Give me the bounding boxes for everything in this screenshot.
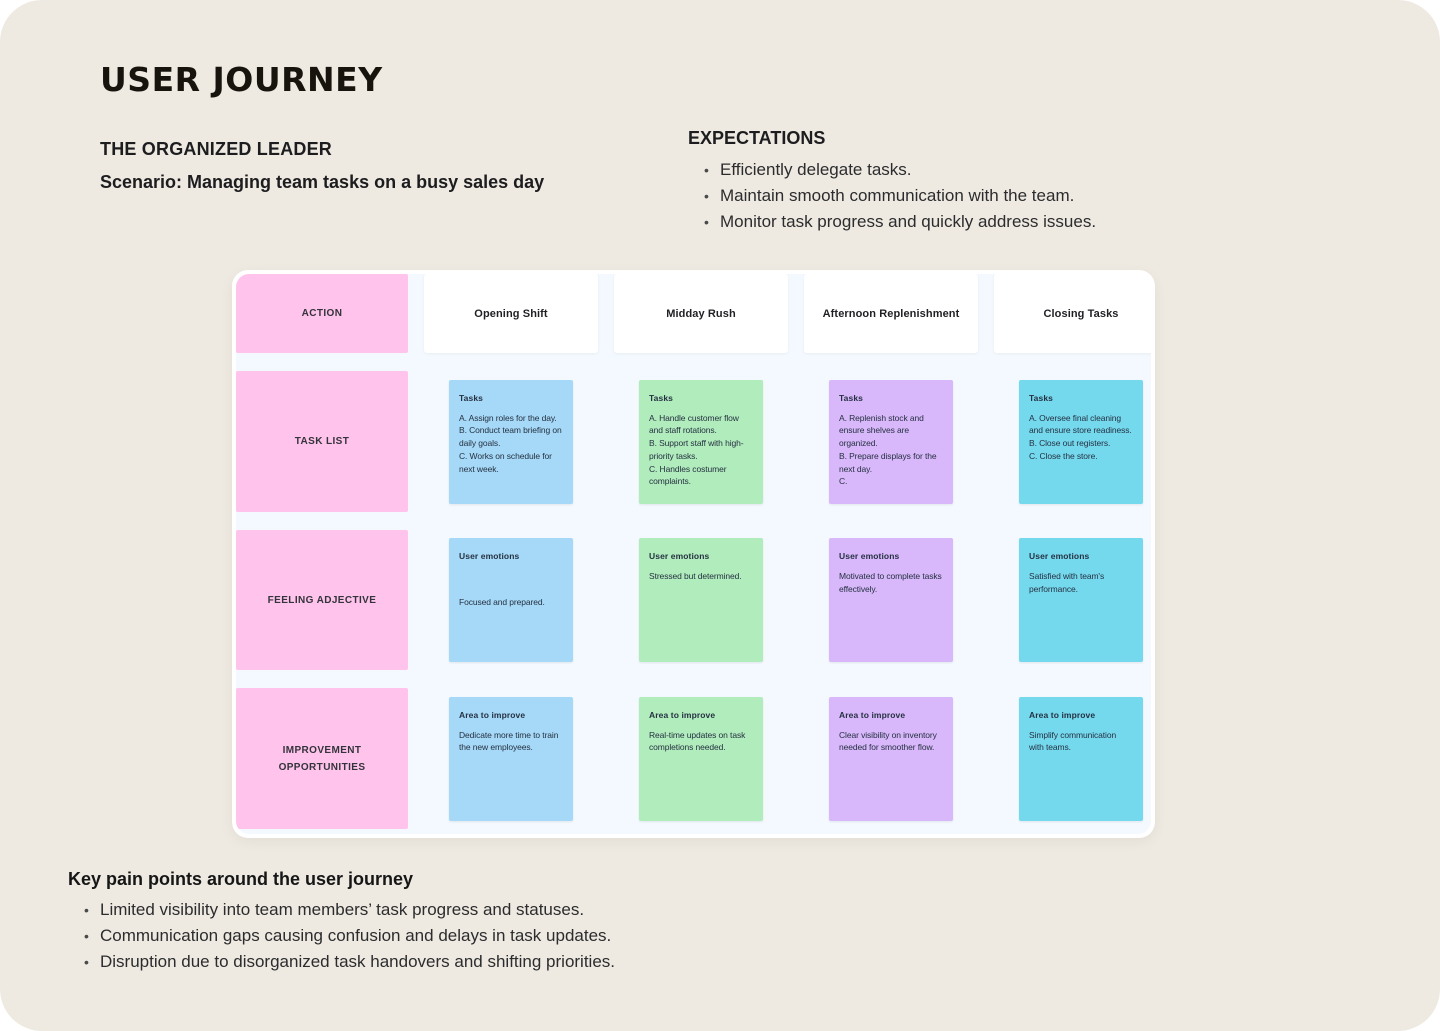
pain-point-item: Disruption due to disorganized task hand… — [68, 949, 615, 975]
grid-cell: Tasks A. Oversee final cleaning and ensu… — [994, 371, 1151, 512]
pain-points-list: Limited visibility into team members’ ta… — [68, 897, 615, 975]
expectation-item: Maintain smooth communication with the t… — [688, 183, 1096, 209]
note-body: Clear visibility on inventory needed for… — [839, 729, 937, 753]
grid-cell: Tasks A. Replenish stock and ensure shel… — [804, 371, 978, 512]
sticky-note-improve-midday[interactable]: Area to improve Real-time updates on tas… — [639, 696, 763, 821]
note-title: User emotions — [459, 551, 520, 561]
sticky-note-tasks-closing[interactable]: Tasks A. Oversee final cleaning and ensu… — [1019, 379, 1143, 504]
pain-points-heading: Key pain points around the user journey — [68, 869, 414, 889]
expectations-heading: EXPECTATIONS — [688, 128, 826, 148]
note-body: Dedicate more time to train the new empl… — [459, 729, 559, 753]
stage-header-closing-tasks[interactable]: Closing Tasks — [994, 274, 1151, 353]
grid-cell: User emotions Motivated to complete task… — [804, 530, 978, 670]
stage-header-afternoon-replenishment[interactable]: Afternoon Replenishment — [804, 274, 978, 353]
note-title: Area to improve — [1029, 709, 1096, 720]
expectations-section: EXPECTATIONS Efficiently delegate tasks.… — [688, 128, 1096, 235]
note-title: User emotions — [839, 551, 900, 561]
expectation-item: Efficiently delegate tasks. — [688, 157, 1096, 183]
grid-cell: Tasks A. Handle customer flow and staff … — [614, 371, 788, 512]
sticky-note-emotions-opening[interactable]: User emotions Focused and prepared. — [449, 538, 573, 662]
row-header-task-list[interactable]: TASK LIST — [236, 371, 408, 512]
persona-name: THE ORGANIZED LEADER — [100, 139, 333, 159]
note-title: Tasks — [649, 392, 673, 403]
sticky-note-tasks-opening[interactable]: Tasks A. Assign roles for the day. B. Co… — [449, 379, 573, 504]
page-title: USER JOURNEY — [100, 60, 383, 99]
sticky-note-emotions-midday[interactable]: User emotions Stressed but determined. — [639, 538, 763, 662]
persona-block: THE ORGANIZED LEADER Scenario: Managing … — [100, 139, 544, 193]
note-title: Area to improve — [649, 709, 716, 720]
note-title: Area to improve — [839, 709, 906, 720]
sticky-note-improve-closing[interactable]: Area to improve Simplify communication w… — [1019, 696, 1143, 821]
expectation-item: Monitor task progress and quickly addres… — [688, 209, 1096, 235]
sticky-note-improve-opening[interactable]: Area to improve Dedicate more time to tr… — [449, 696, 573, 821]
pain-points-section: Key pain points around the user journey … — [68, 869, 615, 975]
note-body: A. Replenish stock and ensure shelves ar… — [839, 412, 937, 487]
note-body: Stressed but determined. — [649, 571, 742, 581]
grid-cell: Area to improve Simplify communication w… — [994, 688, 1151, 829]
note-body: A. Oversee final cleaning and ensure sto… — [1029, 412, 1132, 461]
note-body: Satisfied with team's performance. — [1029, 571, 1105, 594]
journey-board-canvas: ACTION Opening Shift Midday Rush Afterno… — [236, 274, 1151, 834]
note-title: Area to improve — [459, 709, 526, 720]
grid-cell: Area to improve Dedicate more time to tr… — [424, 688, 598, 829]
row-header-action[interactable]: ACTION — [236, 274, 408, 353]
note-title: User emotions — [649, 551, 710, 561]
pain-point-item: Communication gaps causing confusion and… — [68, 923, 615, 949]
stage-header-midday-rush[interactable]: Midday Rush — [614, 274, 788, 353]
expectations-list: Efficiently delegate tasks. Maintain smo… — [688, 157, 1096, 235]
pain-point-item: Limited visibility into team members’ ta… — [68, 897, 615, 923]
note-title: Tasks — [1029, 392, 1053, 403]
note-title: User emotions — [1029, 551, 1090, 561]
note-title: Tasks — [839, 392, 863, 403]
grid-cell: User emotions Stressed but determined. — [614, 530, 788, 670]
sticky-note-improve-afternoon[interactable]: Area to improve Clear visibility on inve… — [829, 696, 953, 821]
sticky-note-tasks-afternoon[interactable]: Tasks A. Replenish stock and ensure shel… — [829, 379, 953, 504]
grid-cell: User emotions Satisfied with team's perf… — [994, 530, 1151, 670]
grid-cell: User emotions Focused and prepared. — [424, 530, 598, 670]
grid-cell: Area to improve Real-time updates on tas… — [614, 688, 788, 829]
note-body: Simplify communication with teams. — [1029, 729, 1117, 753]
note-title: Tasks — [459, 392, 483, 403]
stage-header-opening-shift[interactable]: Opening Shift — [424, 274, 598, 353]
note-body: Focused and prepared. — [459, 596, 545, 607]
note-body: Motivated to complete tasks effectively. — [839, 571, 942, 594]
grid-cell: Tasks A. Assign roles for the day. B. Co… — [424, 371, 598, 512]
row-header-improvement-opportunities[interactable]: IMPROVEMENT OPPORTUNITIES — [236, 688, 408, 829]
row-header-feeling-adjective[interactable]: FEELING ADJECTIVE — [236, 530, 408, 670]
scenario-text: Scenario: Managing team tasks on a busy … — [100, 172, 545, 192]
journey-board: ACTION Opening Shift Midday Rush Afterno… — [232, 270, 1155, 838]
note-body: A. Assign roles for the day. B. Conduct … — [459, 412, 562, 474]
grid-cell: Area to improve Clear visibility on inve… — [804, 688, 978, 829]
note-body: A. Handle customer flow and staff rotati… — [649, 412, 744, 487]
sticky-note-emotions-closing[interactable]: User emotions Satisfied with team's perf… — [1019, 538, 1143, 662]
sticky-note-emotions-afternoon[interactable]: User emotions Motivated to complete task… — [829, 538, 953, 662]
sticky-note-tasks-midday[interactable]: Tasks A. Handle customer flow and staff … — [639, 379, 763, 504]
note-body: Real-time updates on task completions ne… — [649, 729, 746, 753]
journey-grid: ACTION Opening Shift Midday Rush Afterno… — [236, 274, 1151, 829]
